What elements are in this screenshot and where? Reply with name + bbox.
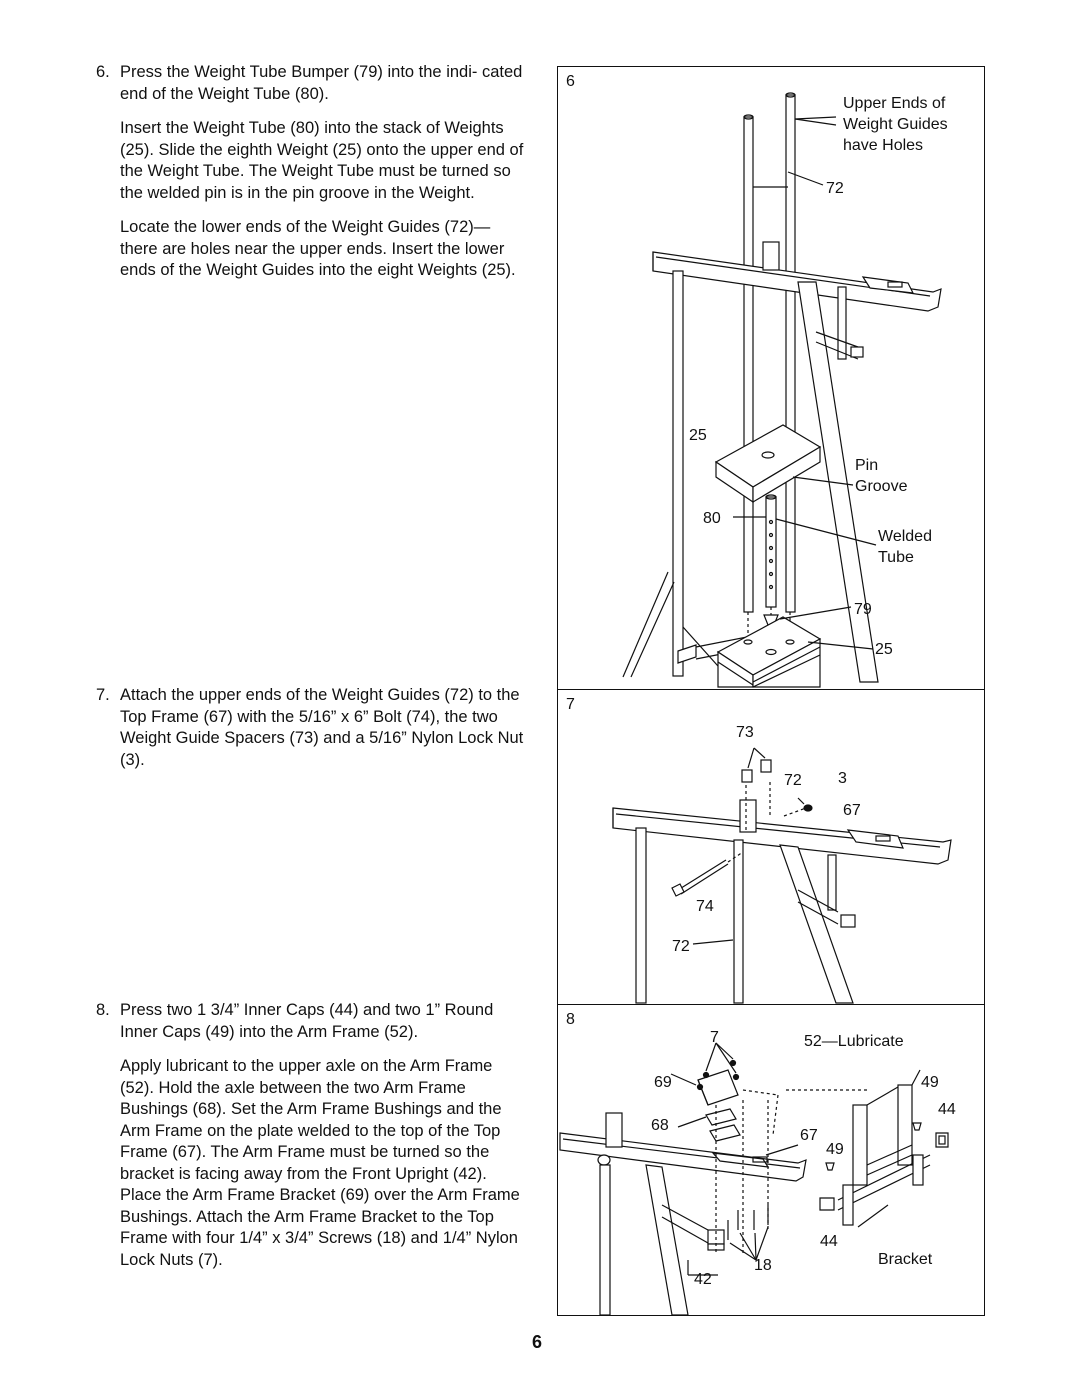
label-have-holes: have Holes xyxy=(843,137,924,154)
label-bracket: Bracket xyxy=(878,1251,933,1268)
callout-42: 42 xyxy=(694,1271,712,1288)
callout-7: 7 xyxy=(710,1029,719,1046)
figure-panel-8: 8 xyxy=(557,1004,985,1316)
callout-72-top: 72 xyxy=(784,772,802,789)
panel-number: 6 xyxy=(566,73,575,90)
step-paragraph: Attach the upper ends of the Weight Guid… xyxy=(120,686,524,769)
callout-25-top: 25 xyxy=(689,427,707,444)
callout-44-bottom: 44 xyxy=(820,1233,838,1250)
step-paragraph: Press the Weight Tube Bumper (79) into t… xyxy=(120,63,523,103)
label-weight-guides: Weight Guides xyxy=(843,116,948,133)
step-paragraph: Apply lubricant to the upper axle on the… xyxy=(120,1057,520,1269)
step-number: 6. xyxy=(96,63,110,81)
step-7: 7. Attach the upper ends of the Weight G… xyxy=(96,685,526,784)
step-paragraph: Press two 1 3/4” Inner Caps (44) and two… xyxy=(120,1001,494,1041)
step-paragraph: Locate the lower ends of the Weight Guid… xyxy=(120,218,516,279)
figure-panel-7: 7 73 72 3 67 74 72 xyxy=(557,689,985,1005)
arm-frame-illustration xyxy=(559,1042,949,1316)
callout-49-mid: 49 xyxy=(826,1141,844,1158)
callout-68: 68 xyxy=(651,1117,669,1134)
callout-74: 74 xyxy=(696,898,714,915)
step-6: 6. Press the Weight Tube Bumper (79) int… xyxy=(96,62,526,295)
page-number: 6 xyxy=(532,1332,543,1352)
callout-72: 72 xyxy=(826,180,844,197)
callout-80: 80 xyxy=(703,510,721,527)
callout-69: 69 xyxy=(654,1074,672,1091)
callout-3: 3 xyxy=(838,770,847,787)
panel-number: 8 xyxy=(566,1011,575,1028)
step-number: 7. xyxy=(96,686,110,704)
callout-49-right: 49 xyxy=(921,1074,939,1091)
label-tube: Tube xyxy=(878,549,914,566)
label-pin: Pin xyxy=(855,457,879,474)
step-number: 8. xyxy=(96,1001,110,1019)
callout-67: 67 xyxy=(843,802,861,819)
callout-25-bottom: 25 xyxy=(875,641,893,658)
top-frame-illustration xyxy=(612,747,952,1004)
callout-67: 67 xyxy=(800,1127,818,1144)
figure-panel-6: 6 xyxy=(557,66,985,690)
step-8: 8. Press two 1 3/4” Inner Caps (44) and … xyxy=(96,1000,526,1284)
callout-18: 18 xyxy=(754,1257,772,1274)
label-upper-ends: Upper Ends of xyxy=(843,95,946,112)
step-paragraph: Insert the Weight Tube (80) into the sta… xyxy=(120,119,524,202)
label-welded: Welded xyxy=(878,528,932,545)
label-52-lubricate: 52—Lubricate xyxy=(804,1033,904,1050)
panel-number: 7 xyxy=(566,696,575,713)
weight-stack-illustration xyxy=(622,92,942,688)
callout-72-bottom: 72 xyxy=(672,938,690,955)
callout-44-right: 44 xyxy=(938,1101,956,1118)
callout-73: 73 xyxy=(736,724,754,741)
label-groove: Groove xyxy=(855,478,908,495)
callout-79: 79 xyxy=(854,601,872,618)
